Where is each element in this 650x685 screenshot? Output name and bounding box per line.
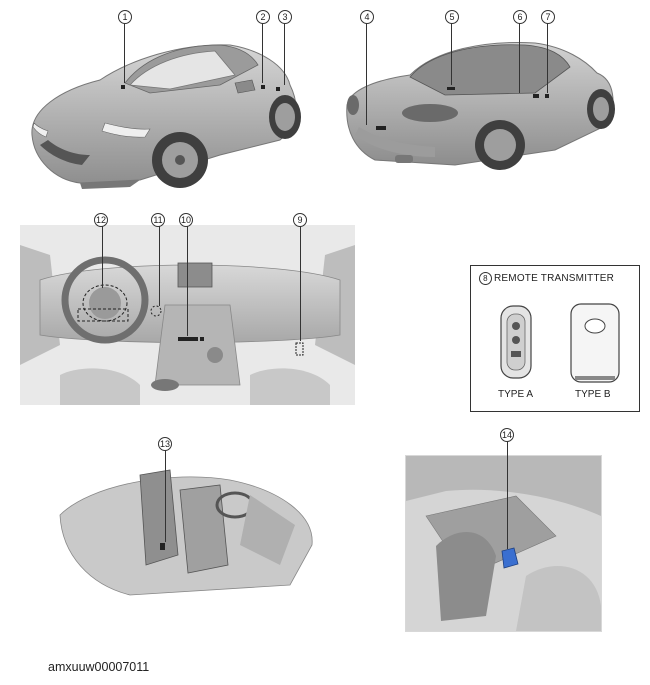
- callout-11: 11: [151, 213, 165, 227]
- leader-line-3: [284, 23, 285, 85]
- callout-13: 13: [158, 437, 172, 451]
- remote-type-b-label: TYPE B: [575, 389, 611, 400]
- callout-6: 6: [513, 10, 527, 24]
- leader-line-14: [507, 441, 508, 549]
- callout-7: 7: [541, 10, 555, 24]
- leader-line-4: [366, 23, 367, 125]
- remote-illustrations: [500, 303, 620, 383]
- leader-line-9: [300, 226, 301, 341]
- engine-bay-view: [405, 455, 602, 632]
- car-rear-view: [335, 5, 625, 195]
- callout-10: 10: [179, 213, 193, 227]
- car-rear-illustration: [346, 42, 615, 170]
- image-id-label: amxuuw00007011: [48, 660, 150, 674]
- engine-bay-illustration: [406, 456, 601, 631]
- callout-2: 2: [256, 10, 270, 24]
- callout-12: 12: [94, 213, 108, 227]
- seats-illustration: [59, 469, 313, 596]
- leader-line-10: [187, 226, 188, 336]
- callout-3: 3: [278, 10, 292, 24]
- car-front-illustration: [31, 44, 301, 189]
- callout-4: 4: [360, 10, 374, 24]
- callout-8: 8: [479, 272, 492, 285]
- callout-14: 14: [500, 428, 514, 442]
- callout-9: 9: [293, 213, 307, 227]
- leader-line-7: [547, 23, 548, 93]
- leader-line-11: [159, 226, 160, 306]
- remote-title-text: REMOTE TRANSMITTER: [494, 273, 615, 285]
- leader-line-13: [165, 450, 166, 542]
- leader-line-1: [124, 23, 125, 83]
- callout-1: 1: [118, 10, 132, 24]
- callout-5: 5: [445, 10, 459, 24]
- leader-line-5: [451, 23, 452, 85]
- leader-line-2: [262, 23, 263, 83]
- car-front-view: [20, 5, 310, 195]
- leader-line-6: [519, 23, 520, 93]
- remote-type-a-label: TYPE A: [498, 389, 534, 400]
- leader-line-12: [102, 226, 103, 288]
- seats-view: [50, 435, 320, 610]
